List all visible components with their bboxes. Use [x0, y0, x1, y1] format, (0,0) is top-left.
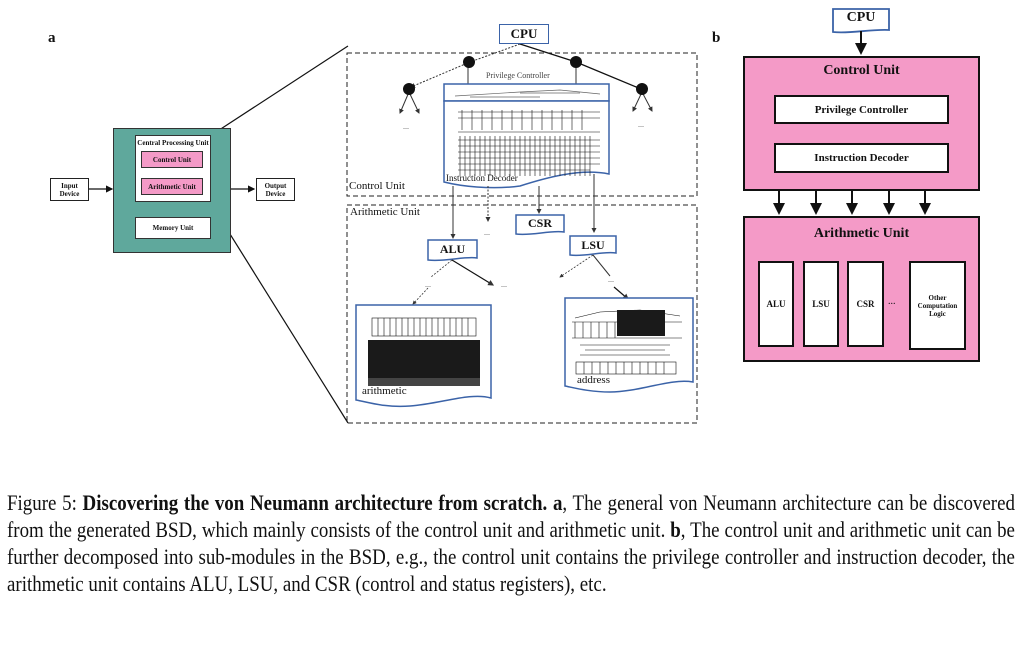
- caption-a-text: , The general von Neumann architecture c…: [7, 490, 1015, 542]
- instruction-decoder-graph: [458, 110, 600, 176]
- zoom-line-top: [209, 45, 349, 137]
- control-unit-box: Control Unit: [141, 151, 203, 168]
- figure-caption: Figure 5: Discovering the von Neumann ar…: [7, 489, 1015, 597]
- memory-unit-box: Memory Unit: [135, 217, 211, 239]
- tree-node: [403, 83, 415, 95]
- lsu-label: LSU: [581, 238, 605, 252]
- panel-a-label: a: [48, 30, 56, 46]
- instruction-decoder-label: Instruction Decoder: [446, 173, 518, 183]
- csr-box: [515, 214, 565, 236]
- alu-block: ALU: [758, 261, 794, 347]
- panel-b-connectors: [773, 8, 931, 215]
- arithmetic-leaf-dense: [368, 340, 480, 378]
- zoom-line-bottom: [209, 201, 349, 424]
- caption-prefix: Figure 5:: [7, 490, 83, 515]
- privilege-controller-label: Privilege Controller: [486, 71, 550, 80]
- panel-b-label: b: [712, 30, 721, 46]
- tree-node: [636, 83, 648, 95]
- caption-a-label: a: [552, 490, 563, 515]
- arithmetic-unit-title: Arithmetic Unit: [813, 226, 910, 241]
- control-unit-region: [346, 52, 698, 197]
- address-leaf-label: address: [577, 374, 610, 386]
- csr-block: CSR: [847, 261, 884, 347]
- arithmetic-leaf-label: arithmetic: [362, 385, 407, 397]
- alu-box: [427, 239, 478, 262]
- ellipsis-b: ...: [888, 296, 896, 307]
- cpu-title: Central Processing Unit: [137, 139, 209, 147]
- ellipsis: ...: [403, 122, 409, 131]
- caption-b-text: , The control unit and arithmetic unit c…: [7, 517, 1015, 596]
- cpu-node: CPU: [499, 24, 549, 44]
- ellipsis: ...: [638, 120, 644, 129]
- bsd-tree-graphics: [346, 43, 698, 424]
- lsu-block: LSU: [803, 261, 839, 347]
- caption-title: Discovering the von Neumann architecture…: [82, 490, 548, 515]
- cpu-box-b: [832, 8, 890, 34]
- arithmetic-unit-region-label: Arithmetic Unit: [350, 206, 420, 218]
- control-unit-title: Control Unit: [823, 63, 900, 78]
- ellipsis: ...: [484, 228, 490, 237]
- csr-label: CSR: [527, 216, 552, 230]
- instruction-decoder-block: Instruction Decoder: [774, 143, 949, 173]
- arithmetic-unit-region: [346, 204, 698, 424]
- caption-b-label: b: [670, 517, 681, 542]
- ellipsis: ...: [501, 280, 507, 289]
- other-computation-logic-block: Other Computation Logic: [909, 261, 966, 350]
- output-device-box: Output Device: [256, 178, 295, 201]
- control-unit-region-label: Control Unit: [349, 180, 405, 192]
- input-device-box: Input Device: [50, 178, 89, 201]
- cpu-label-b: CPU: [846, 10, 876, 25]
- ellipsis: ...: [425, 280, 431, 289]
- lsu-box: [569, 235, 617, 257]
- tree-node: [463, 56, 475, 68]
- ellipsis: ...: [608, 275, 614, 284]
- arithmetic-unit-box: Arithmetic Unit: [141, 178, 203, 195]
- arithmetic-leaf-graph: [371, 317, 477, 337]
- alu-label: ALU: [439, 242, 466, 256]
- tree-node: [570, 56, 582, 68]
- privilege-controller-block: Privilege Controller: [774, 95, 949, 124]
